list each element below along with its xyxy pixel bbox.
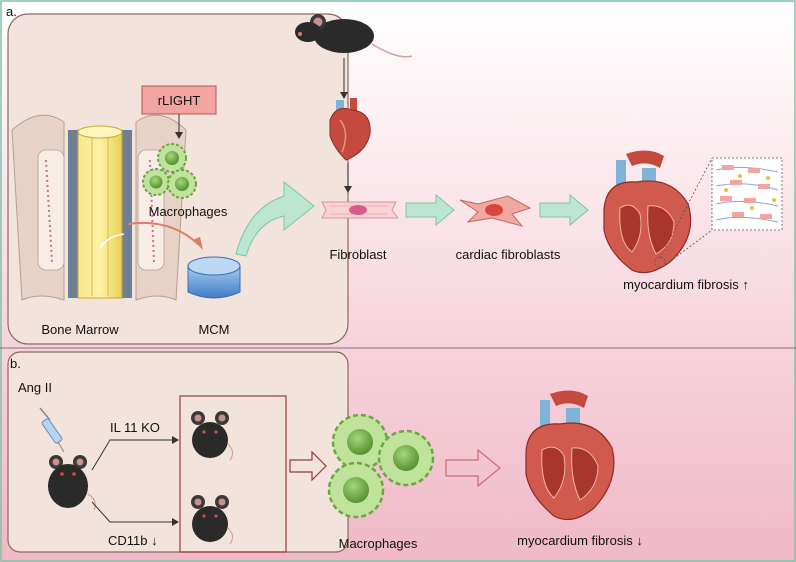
macrophage-cluster-a (142, 143, 197, 199)
branch-arrow-il11 (91, 439, 176, 471)
macrophages-to-heart-arrow (445, 448, 501, 488)
panel-b-label: b. (10, 356, 21, 371)
mouse-icon-top (295, 14, 413, 58)
cd11b-label: CD11b ↓ (108, 533, 158, 548)
heart-icon-fibrosis (603, 150, 692, 274)
bone-marrow-icon (11, 114, 187, 301)
branch-arrow-cd11b (91, 501, 176, 523)
mouse-icon-cd11b (191, 495, 234, 545)
fibrosis-zoom-inset (711, 157, 783, 231)
il11-ko-label: IL 11 KO (110, 420, 160, 435)
fibroblast-cell (321, 201, 399, 219)
ang-ii-label: Ang II (18, 380, 52, 395)
syringe-icon (39, 407, 65, 453)
mouse-icon-il11ko (191, 411, 234, 461)
rlight-label: rLIGHT (158, 93, 201, 108)
mouse-icon-angii (48, 455, 96, 511)
cardiac-fibroblasts-cell (459, 195, 532, 227)
bone-marrow-label: Bone Marrow (41, 322, 119, 337)
macrophages-b-label: Macrophages (339, 536, 418, 551)
macrophages-a-label: Macrophages (149, 204, 228, 219)
mcm-label: MCM (198, 322, 229, 337)
mice-group-box (179, 395, 287, 553)
panel-a-label: a. (6, 4, 17, 19)
heart-icon-small (329, 98, 371, 161)
heart-icon-reduced (525, 390, 615, 521)
cardiac-fibroblasts-label: cardiac fibroblasts (456, 247, 561, 262)
macrophage-cluster-b (327, 413, 435, 519)
fibroblast-label: Fibroblast (329, 247, 386, 262)
mcm-to-fibroblast-arrow (235, 180, 315, 257)
rlight-box (141, 85, 217, 115)
marrow-to-mcm-arrow (127, 221, 199, 245)
mice-to-macrophages-arrow (289, 450, 327, 482)
cardiac-to-heart-arrow (539, 193, 589, 227)
fibroblast-to-cardiac-arrow (405, 193, 455, 227)
panel-a-outcome-label: myocardium fibrosis ↑ (623, 277, 749, 292)
mcm-dish-icon (187, 256, 241, 299)
panel-b-outcome-label: myocardium fibrosis ↓ (517, 533, 643, 548)
